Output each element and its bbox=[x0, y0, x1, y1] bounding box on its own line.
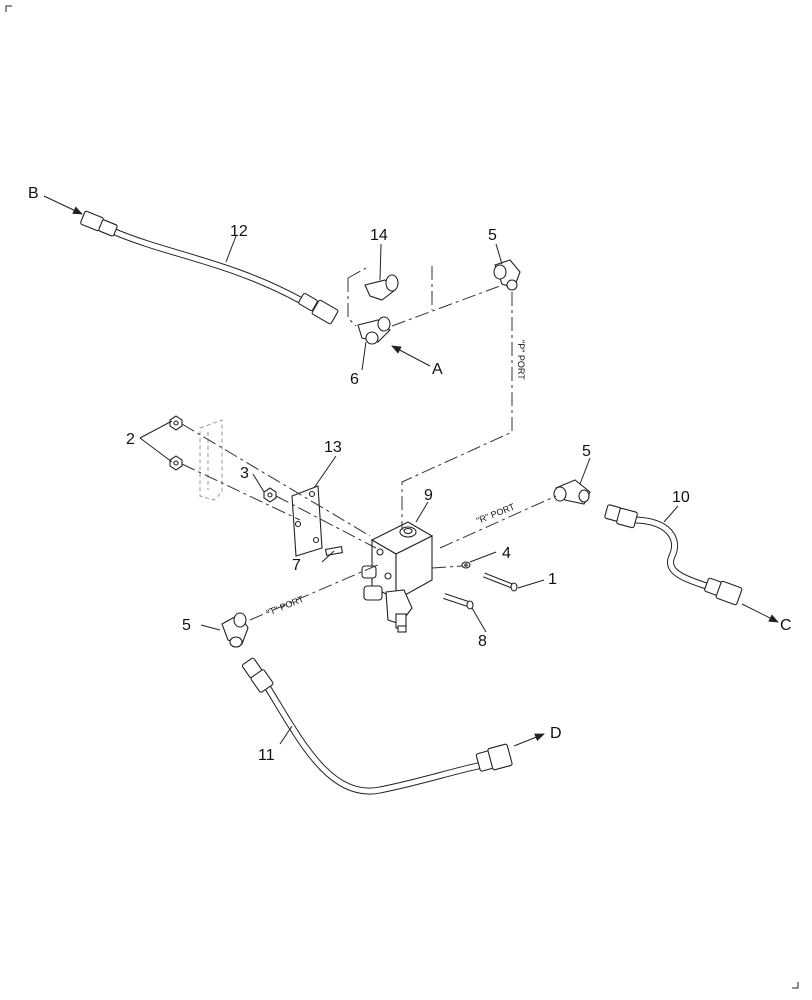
elbow-fitting-5-top bbox=[493, 259, 521, 291]
callout-8: 8 bbox=[478, 633, 487, 650]
callout-11: 11 bbox=[258, 747, 275, 764]
callout-12: 12 bbox=[230, 223, 248, 240]
callout-3: 3 bbox=[240, 465, 249, 482]
nut-2-upper bbox=[169, 415, 183, 431]
connection-d-label: D bbox=[550, 725, 562, 742]
assembly-lines bbox=[181, 266, 557, 621]
callout-6: 6 bbox=[350, 371, 359, 388]
valve-block-9 bbox=[361, 521, 434, 633]
port-t-label: "T" PORT bbox=[265, 594, 306, 618]
mounting-bracket-outline bbox=[199, 419, 223, 501]
connection-c-label: C bbox=[780, 617, 792, 634]
port-p-label: "P" PORT bbox=[516, 340, 526, 380]
nut-2-lower bbox=[169, 455, 183, 471]
connection-b-label: B bbox=[28, 185, 39, 202]
callout-9: 9 bbox=[424, 487, 433, 504]
tee-fitting-6 bbox=[357, 316, 391, 345]
hose-11 bbox=[241, 657, 513, 795]
leader-lines bbox=[139, 235, 679, 745]
mounting-plate-13 bbox=[291, 485, 323, 557]
hose-12 bbox=[80, 210, 339, 325]
elbow-fitting-5-left bbox=[221, 612, 249, 648]
callout-5-left: 5 bbox=[182, 617, 191, 634]
callout-2: 2 bbox=[126, 431, 135, 448]
callout-1: 1 bbox=[548, 571, 557, 588]
elbow-fitting-14 bbox=[364, 274, 399, 301]
callout-5-right: 5 bbox=[582, 443, 591, 460]
bolt-1 bbox=[483, 572, 518, 592]
callout-7: 7 bbox=[292, 557, 301, 574]
callout-14: 14 bbox=[370, 227, 388, 244]
connection-a-label: A bbox=[432, 361, 443, 378]
callout-5-top: 5 bbox=[488, 227, 497, 244]
bolt-8 bbox=[443, 593, 474, 610]
washer-4 bbox=[461, 561, 471, 569]
connection-arrows bbox=[43, 195, 779, 747]
hose-10 bbox=[604, 504, 743, 606]
crop-marks bbox=[5, 5, 799, 989]
elbow-fitting-5-right bbox=[553, 479, 591, 505]
callout-13: 13 bbox=[324, 439, 342, 456]
callout-10: 10 bbox=[672, 489, 690, 506]
callout-4: 4 bbox=[502, 545, 511, 562]
port-r-label: "R" PORT bbox=[475, 501, 517, 526]
nut-3 bbox=[263, 487, 277, 503]
